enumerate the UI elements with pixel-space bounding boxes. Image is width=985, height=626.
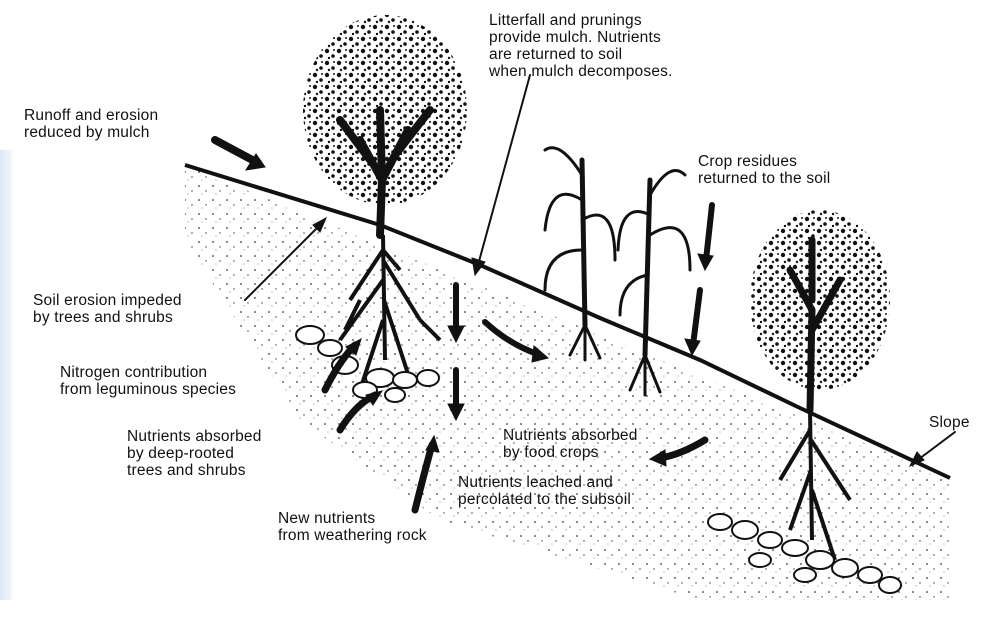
- maize-leaf-1a: [545, 194, 582, 230]
- label-litterfall: Litterfall and prunings provide mulch. N…: [489, 12, 673, 80]
- label-slope: Slope: [929, 414, 970, 431]
- label-runoff: Runoff and erosion reduced by mulch: [24, 107, 158, 141]
- maize-leaf-2a: [618, 212, 650, 250]
- maize-stalk-1: [582, 160, 585, 325]
- label-leached: Nutrients leached and percolated to the …: [458, 474, 631, 508]
- label-food-crops: Nutrients absorbed by food crops: [503, 427, 638, 461]
- maize-leaf-1b: [582, 215, 615, 260]
- maize-leaf-2b: [650, 228, 690, 270]
- label-soil-erosion: Soil erosion impeded by trees and shrubs: [33, 292, 182, 326]
- maize-leaf-2d: [650, 171, 685, 196]
- maize-leaf-2c: [620, 275, 648, 315]
- right-tree-canopy: [750, 210, 890, 390]
- label-crop-residues: Crop residues returned to the soil: [698, 153, 830, 187]
- label-weathering: New nutrients from weathering rock: [278, 510, 427, 544]
- label-deep-rooted: Nutrients absorbed by deep-rooted trees …: [127, 428, 262, 479]
- maize-leaf-1c: [545, 250, 582, 290]
- maize-leaf-1d: [545, 148, 582, 175]
- arrow-litterfall: [478, 75, 530, 265]
- arrow-residue-2: [693, 290, 700, 345]
- arrow-runoff: [215, 140, 258, 163]
- maize-stalk-2: [645, 180, 650, 355]
- arrow-residue-1: [706, 205, 712, 260]
- label-nitrogen: Nitrogen contribution from leguminous sp…: [60, 364, 236, 398]
